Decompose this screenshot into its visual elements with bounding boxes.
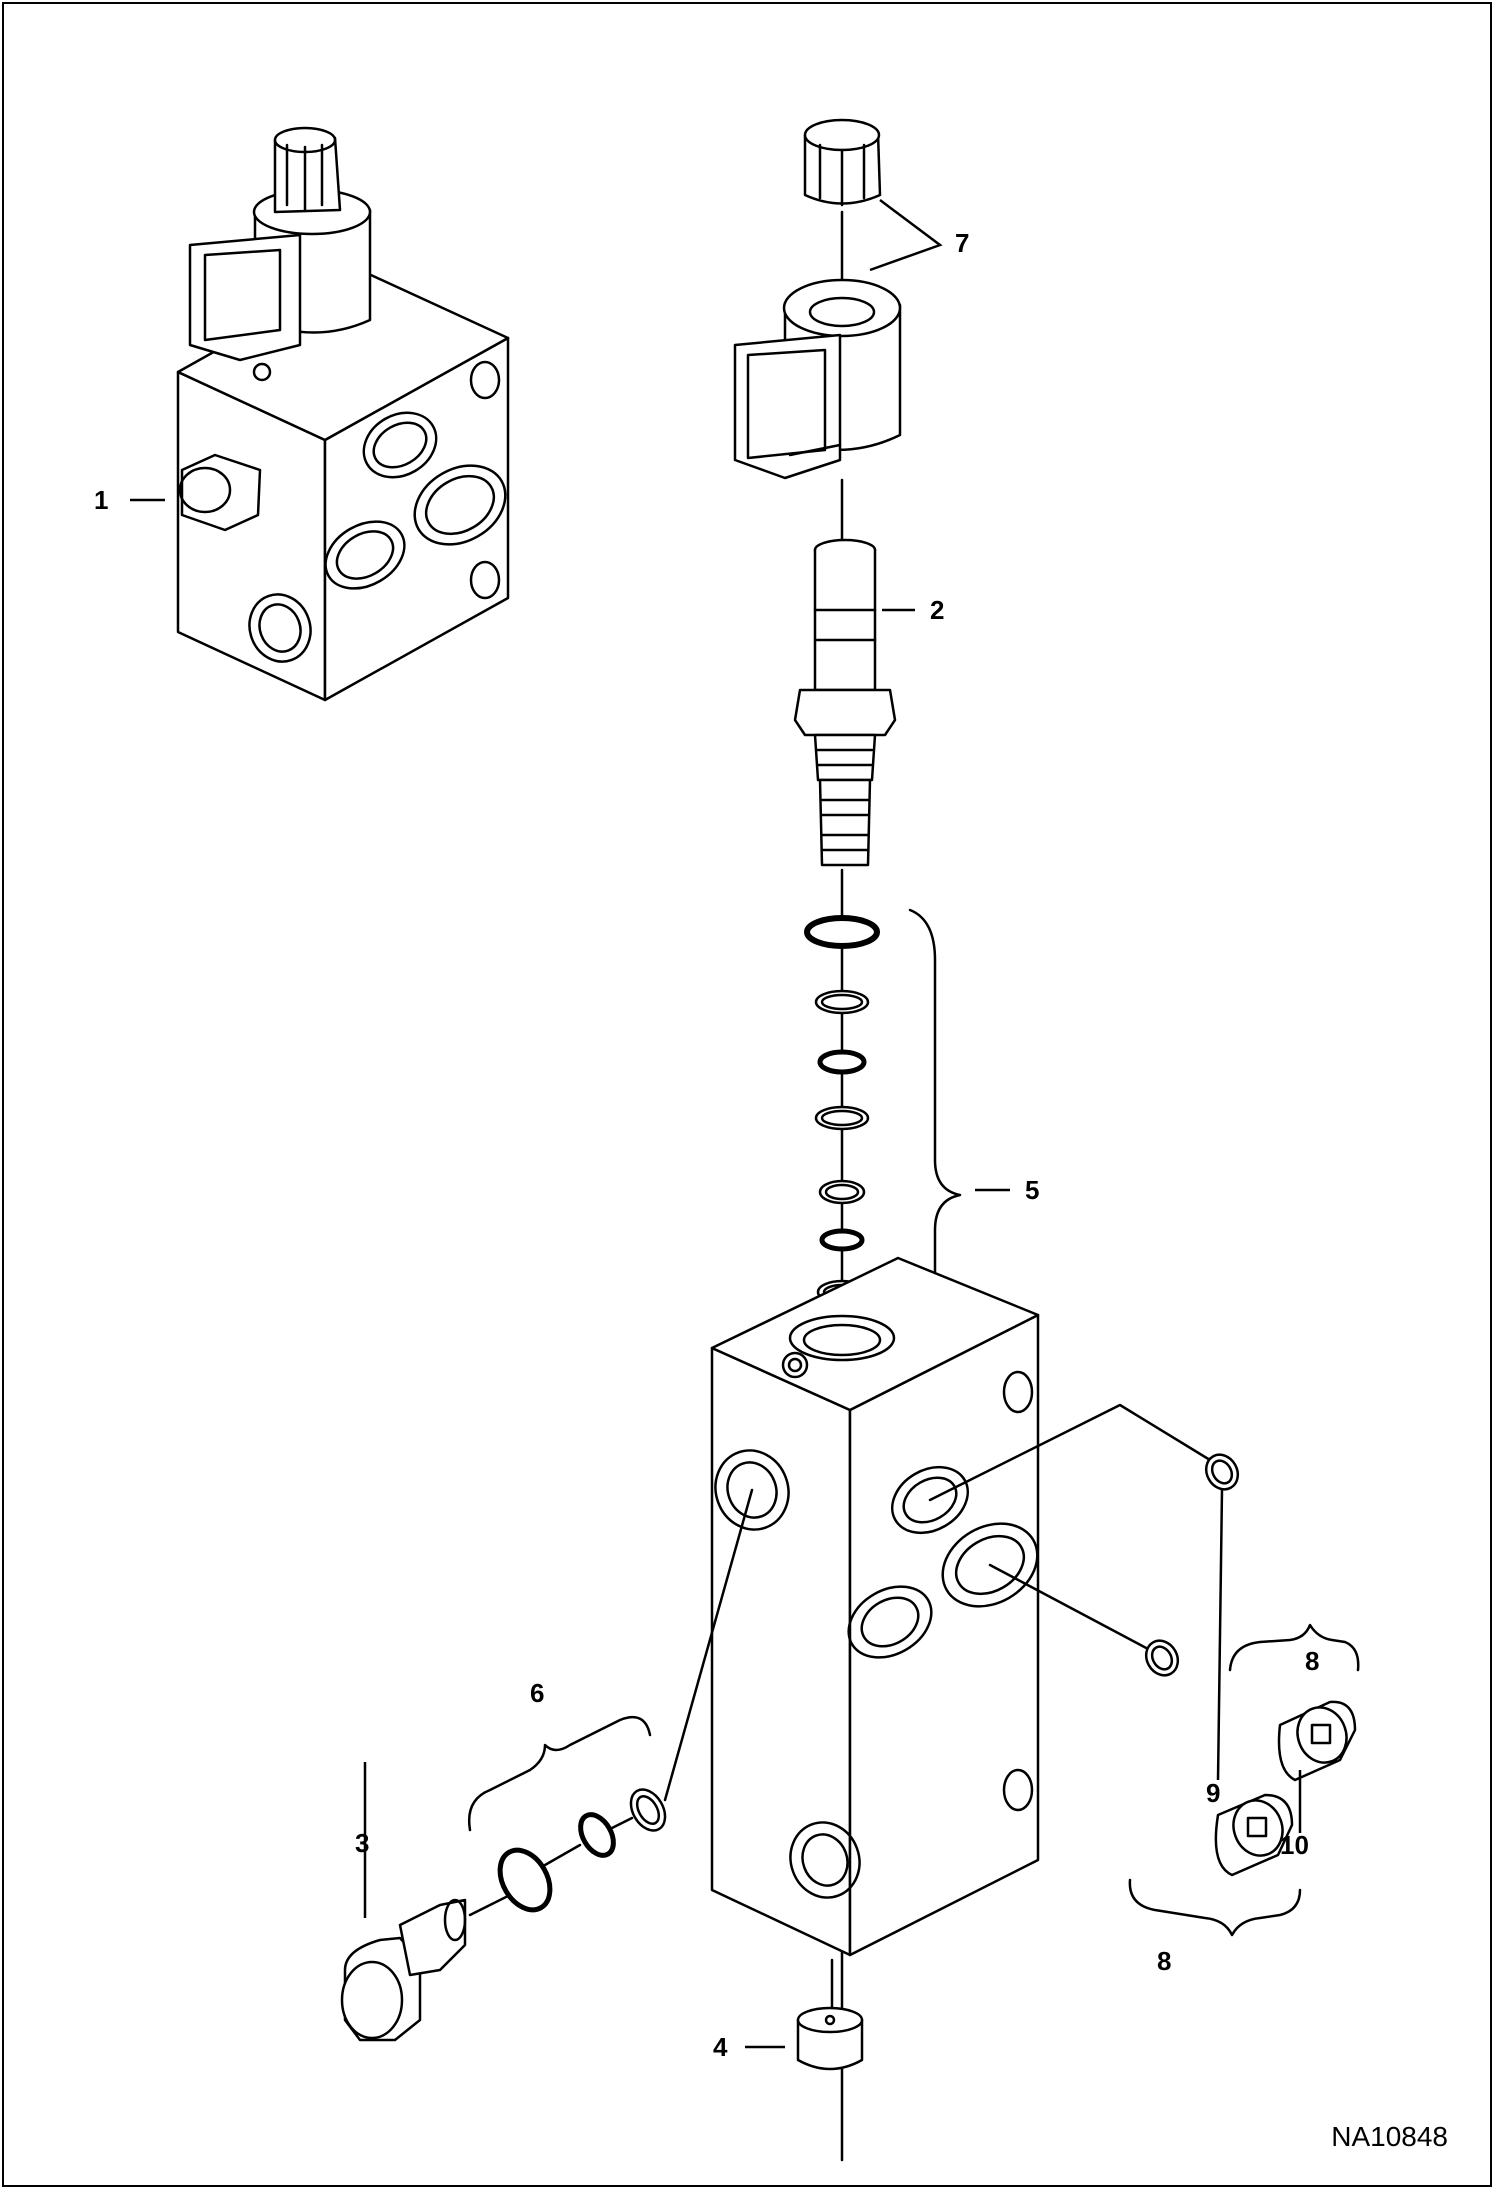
relief-o-ring-large [497,1847,553,1913]
plug-item-4 [796,2006,864,2071]
callout-6: 6 [530,1678,545,1708]
relief-o-ring-small [578,1812,616,1858]
drawing-number: NA10848 [1331,2121,1448,2152]
callout-1: 1 [94,485,109,515]
port-plug-upper [1277,1700,1357,1782]
callout-5: 5 [1025,1175,1040,1205]
callout-3: 3 [355,1828,370,1858]
cartridge-valve [793,538,897,867]
seal-kit-6-brace [467,1715,652,1832]
callout-2: 2 [930,595,945,625]
washer-item-9-upper [1204,1453,1240,1491]
assembled-valve-block [176,126,510,702]
callout-10: 10 [1280,1830,1309,1860]
brace-8-upper [1228,1623,1360,1672]
brace-8-lower [1128,1878,1302,1937]
callout-8-upper: 8 [1305,1646,1320,1676]
callout-8-lower: 8 [1157,1946,1172,1976]
relief-backup-ring [629,1788,667,1832]
callout-4: 4 [713,2032,728,2062]
solenoid-coil [733,278,902,480]
relief-valve-item-3 [340,1898,467,2042]
washer-item-9-lower [1144,1639,1180,1677]
port-plug-lower [1214,1793,1294,1877]
coil-nut [803,118,882,207]
lower-valve-block [710,1256,1040,1957]
callout-9: 9 [1206,1778,1221,1808]
callout-7: 7 [955,228,970,258]
